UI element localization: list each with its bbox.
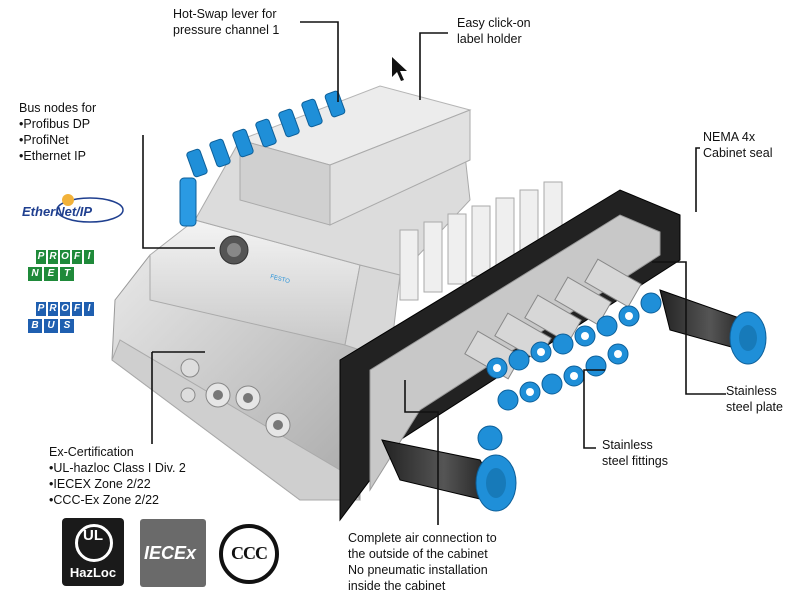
callout-title: Ex-Certification (49, 445, 134, 459)
callout-line: NEMA 4x (703, 130, 756, 144)
mouse-cursor-icon (392, 57, 407, 81)
logo-letter: P (36, 302, 46, 316)
stainless-fittings (464, 258, 662, 451)
bus-node-item: ProfiNet (19, 132, 96, 148)
logo-letter: B (28, 319, 42, 333)
logo-letter: T (60, 267, 74, 281)
valve-slices (399, 181, 563, 301)
profibus-logo: P R O F I B U S (18, 302, 94, 336)
callout-hot-swap: Hot-Swap lever for pressure channel 1 (173, 6, 279, 38)
logo-letter: N (28, 267, 42, 281)
logo-letter: R (48, 250, 58, 264)
logo-letter: I (84, 250, 94, 264)
silencer-right (659, 289, 767, 365)
ex-item: IECEX Zone 2/22 (49, 476, 186, 492)
logo-letter: U (44, 319, 58, 333)
logo-letter: S (60, 319, 74, 333)
silencer-left (381, 439, 517, 512)
callout-line: label holder (457, 32, 522, 46)
hot-swap-levers (179, 90, 346, 227)
festo-logo: FESTO (269, 274, 290, 285)
bus-node-item: Ethernet IP (19, 148, 96, 164)
callout-line: No pneumatic installation (348, 563, 488, 577)
hazloc-text: HazLoc (69, 565, 117, 580)
ul-hazloc-logo: UL HazLoc (62, 518, 124, 586)
ex-item: CCC-Ex Zone 2/22 (49, 492, 186, 508)
callout-line: Complete air connection to (348, 531, 497, 545)
callout-line: Cabinet seal (703, 146, 773, 160)
callout-air-connection: Complete air connection to the outside o… (348, 530, 497, 594)
callout-bus-nodes: Bus nodes for Profibus DP ProfiNet Ether… (19, 100, 96, 164)
callout-line: steel fittings (602, 454, 669, 468)
callout-line: inside the cabinet (348, 579, 446, 593)
callout-stainless-fittings: Stainless steel fittings (602, 437, 668, 469)
ethernet-ip-logo: EtherNet/IP (20, 192, 124, 228)
logo-letter: E (44, 267, 58, 281)
callout-title: Bus nodes for (19, 101, 97, 115)
leader-lines (142, 21, 726, 525)
callout-stainless-plate: Stainless steel plate (726, 383, 783, 415)
callout-nema: NEMA 4x Cabinet seal (703, 129, 773, 161)
logo-letter: F (72, 302, 82, 316)
callout-line: the outside of the cabinet (348, 547, 488, 561)
callout-line: Easy click-on (457, 16, 531, 30)
logo-letter: O (60, 302, 70, 316)
callout-line: Stainless (726, 384, 777, 398)
base-fittings (180, 358, 291, 438)
profinet-logo: P R O F I N E T (18, 250, 94, 284)
ccc-text: CCC (231, 543, 268, 563)
ul-circle (75, 524, 113, 562)
callout-label-holder: Easy click-on label holder (457, 15, 531, 47)
iecex-text: IECEx (144, 543, 197, 563)
ex-item: UL-hazloc Class I Div. 2 (49, 460, 185, 476)
callout-line: pressure channel 1 (173, 23, 280, 37)
ccc-logo: CCC (219, 524, 279, 584)
logo-letter: R (48, 302, 58, 316)
iecex-logo: IECEx (140, 519, 206, 587)
callout-line: steel plate (726, 400, 783, 414)
logo-letter: F (72, 250, 82, 264)
callout-line: Hot-Swap lever for (173, 7, 277, 21)
ul-mark: UL (83, 527, 103, 544)
callout-line: Stainless (602, 438, 653, 452)
logo-letter: I (84, 302, 94, 316)
logo-letter: P (36, 250, 46, 264)
bus-node-item: Profibus DP (19, 116, 96, 132)
callout-ex-certification: Ex-Certification UL-hazloc Class I Div. … (49, 444, 186, 508)
logo-letter: O (60, 250, 70, 264)
ethernet-ip-text: EtherNet/IP (22, 204, 93, 219)
